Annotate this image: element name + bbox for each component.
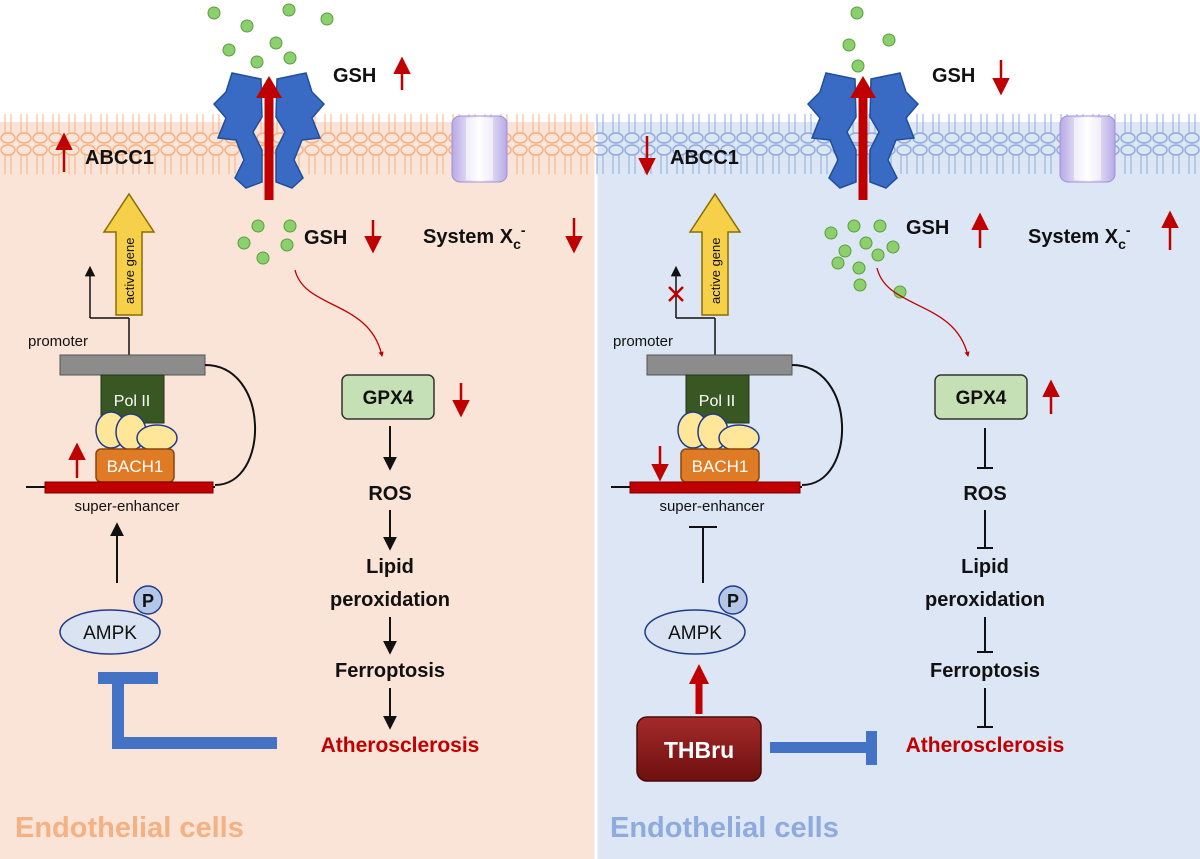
left-phospho-circle — [133, 585, 163, 615]
left-abcc1-label: ABCC1 — [85, 147, 154, 169]
right-gpx4-box — [934, 374, 1028, 420]
left-extracellular-gsh-dots — [207, 3, 334, 69]
right-gpx4-inhibits-ros — [977, 428, 993, 469]
left-ampk-label: AMPK — [83, 623, 137, 644]
left-atherosclerosis-inhibits-ampk — [98, 672, 277, 749]
right-super-enhancer-bar — [629, 481, 801, 494]
right-promoter-bar — [646, 354, 793, 376]
right-ampk-label: AMPK — [668, 623, 722, 644]
left-gpx4-label: GPX4 — [363, 388, 414, 409]
right-thbru-label: THBru — [664, 737, 734, 763]
right-abcc1-transporter — [806, 72, 920, 200]
left-system-xc-transporter — [451, 115, 508, 183]
left-atherosclerosis-label: Atherosclerosis — [321, 734, 480, 757]
right-cell-label: Endothelial cells — [610, 812, 839, 844]
right-gsh-out-label: GSH — [932, 65, 975, 87]
left-panel: GSH ABCC1 GSH System Xc- active gene pro… — [15, 3, 583, 844]
right-ampk-oval — [644, 609, 746, 655]
left-promoter-label: promoter — [28, 333, 88, 350]
left-super-enhancer-label: super-enhancer — [74, 498, 179, 515]
right-lipid-label-2: peroxidation — [925, 589, 1045, 611]
left-active-gene-label: active gene — [122, 238, 137, 305]
right-thbru-activates-ampk — [689, 664, 709, 714]
left-bach1-label: BACH1 — [107, 457, 164, 476]
left-dna-loop — [204, 364, 256, 486]
right-phospho-circle — [718, 585, 748, 615]
right-phospho-label: P — [727, 591, 739, 611]
right-pol2-label: Pol II — [699, 393, 735, 410]
left-promoter-bar — [59, 354, 206, 376]
right-thbru-box — [636, 716, 762, 782]
left-gsh-to-gpx4-arrow — [294, 269, 384, 358]
left-lipid-label-2: peroxidation — [330, 589, 450, 611]
right-thbru-inhibits-atherosclerosis — [770, 731, 877, 765]
right-gsh-in-label: GSH — [906, 217, 949, 239]
right-panel: GSH ABCC1 GSH System Xc- active gene pr — [610, 6, 1179, 844]
right-extracellular-gsh-dots — [842, 6, 896, 73]
right-promoter-label: promoter — [613, 333, 673, 350]
left-gpx4-box — [341, 374, 435, 420]
left-gsh-in-label: GSH — [304, 227, 347, 249]
left-intracellular-gsh-dots — [237, 219, 297, 265]
right-ferroptosis-label: Ferroptosis — [930, 660, 1040, 682]
right-abcc1-label: ABCC1 — [670, 147, 739, 169]
left-gsh-out-label: GSH — [333, 65, 376, 87]
left-ros-label: ROS — [368, 483, 411, 505]
right-system-xc-label: System Xc- — [1028, 222, 1131, 252]
left-super-enhancer-bar — [44, 481, 214, 494]
right-ros-inhibits-lipid — [977, 510, 993, 549]
left-cell-label: Endothelial cells — [15, 812, 244, 844]
left-lipid-label-1: Lipid — [366, 556, 414, 578]
right-gpx4-label: GPX4 — [956, 388, 1007, 409]
right-ros-label: ROS — [963, 483, 1006, 505]
right-lipid-inhibits-ferroptosis — [977, 617, 993, 653]
right-active-gene-label: active gene — [708, 238, 723, 305]
right-super-enhancer-label: super-enhancer — [659, 498, 764, 515]
left-system-xc-label: System Xc- — [423, 222, 526, 252]
left-ampk-oval — [59, 609, 161, 655]
right-atherosclerosis-label: Atherosclerosis — [906, 734, 1065, 757]
left-pol2-label: Pol II — [114, 393, 150, 410]
right-ferroptosis-inhibits-athero — [977, 688, 993, 728]
left-ferroptosis-label: Ferroptosis — [335, 660, 445, 682]
right-gsh-to-gpx4-arrow — [876, 267, 970, 358]
left-abcc1-transporter — [212, 72, 326, 200]
left-cofactor-ovals — [95, 411, 178, 452]
right-dna-loop — [791, 364, 843, 486]
left-phospho-label: P — [142, 591, 154, 611]
left-active-gene-arrow: active gene — [102, 192, 156, 316]
right-tss-blocked-x-icon — [668, 286, 684, 302]
right-ampk-inhibits-enhancer — [689, 526, 717, 583]
right-lipid-label-1: Lipid — [961, 556, 1009, 578]
right-bach1-label: BACH1 — [692, 457, 749, 476]
right-system-xc-transporter — [1059, 115, 1116, 183]
right-active-gene-arrow: active gene — [688, 192, 742, 316]
